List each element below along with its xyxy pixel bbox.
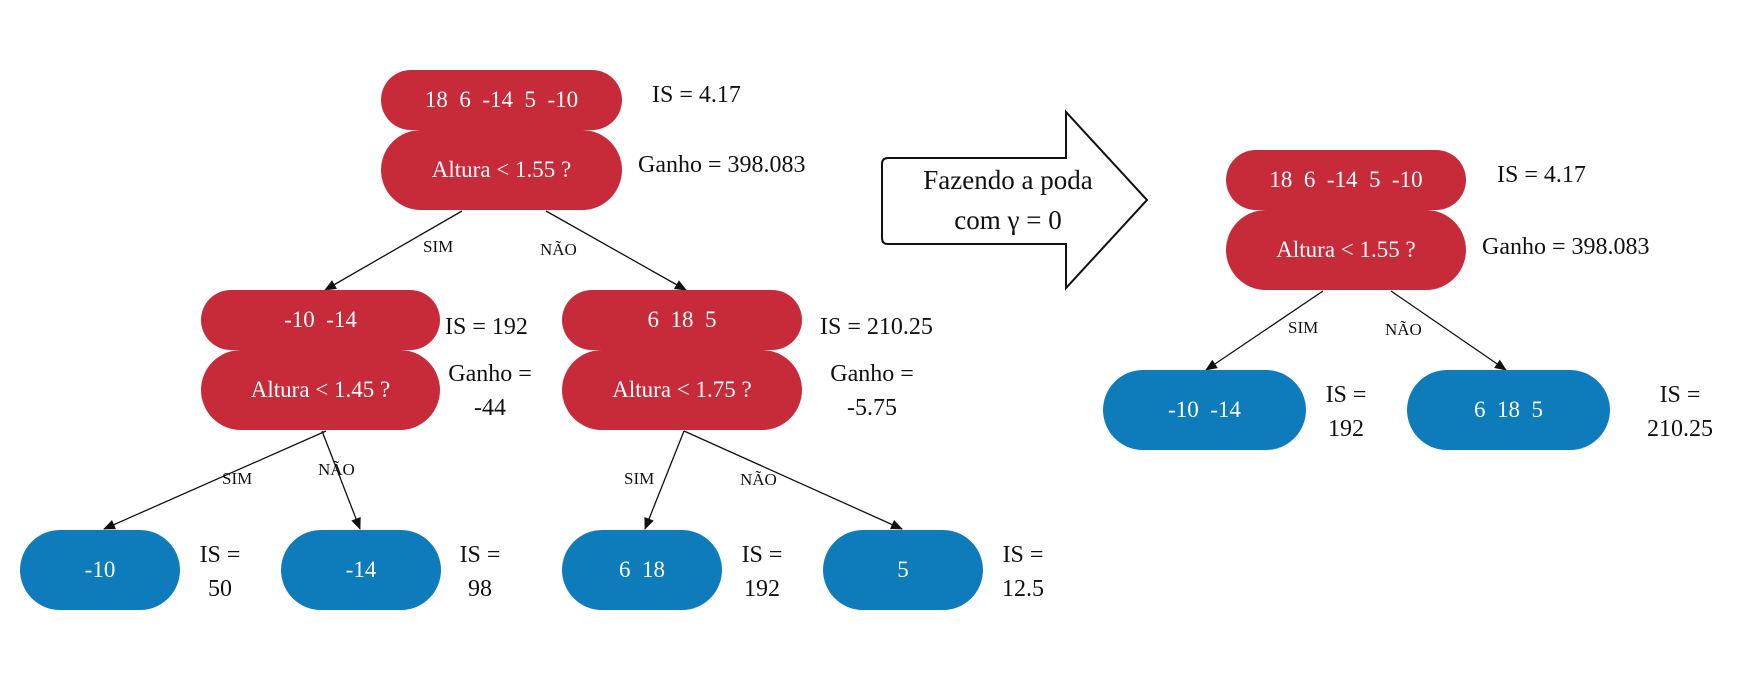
pruned-leaf-is-line2: 210.25 [1647,416,1713,442]
prune-arrow-line1: Fazendo a poda [923,165,1093,195]
pruned-root-gain-label: Ganho = 398.083 [1482,234,1650,260]
root-gain-label: Ganho = 398.083 [638,152,806,178]
leaf-node: -14 [281,530,441,610]
pruned-no-edge-label: NÃO [1385,320,1422,339]
prune-arrow-shape [881,109,1149,291]
pruned-leaf-is-label: IS = 192 [1306,378,1386,446]
edge-ml-no [321,430,361,530]
prune-arrow-line2: com γ = 0 [954,205,1062,235]
leaf-is-line2: 98 [468,576,492,602]
mid-left-question-node: Altura < 1.45 ? [201,350,440,430]
root-no-edge-label: NÃO [540,240,577,259]
pruned-root-values-node: 18 6 -14 5 -10 [1226,150,1466,210]
leaf-node: 6 18 [562,530,722,610]
root-values-node: 18 6 -14 5 -10 [381,70,622,130]
leaf-is-line1: IS = [199,542,241,568]
mid-right-values-node: 6 18 5 [562,290,802,350]
mid-right-gain-line1: Ganho = [830,361,914,387]
leaf-node: -10 [20,530,180,610]
leaf-is-label: IS = 192 [722,538,802,606]
mid-right-gain-label: Ganho = -5.75 [822,357,922,425]
leaf-is-line2: 192 [744,576,780,602]
edge-root-yes [324,210,463,291]
mr-yes-edge-label: SIM [624,469,655,488]
edge-ml-yes [103,430,327,530]
prune-arrow-label: Fazendo a poda com γ = 0 [888,160,1128,240]
pruned-yes-edge-label: SIM [1288,318,1319,337]
root-is-label: IS = 4.17 [652,82,741,108]
pruned-leaf-node: 6 18 5 [1407,370,1610,450]
leaf-is-line2: 50 [208,576,232,602]
leaf-is-label: IS = 98 [440,538,520,606]
leaf-is-label: IS = 12.5 [983,538,1063,606]
pruned-leaf-is-line1: IS = [1325,382,1367,408]
leaf-is-label: IS = 50 [180,538,260,606]
pruned-leaf-is-line2: 192 [1328,416,1364,442]
ml-no-edge-label: NÃO [318,460,355,479]
pruned-leaf-is-line1: IS = [1659,382,1701,408]
mid-left-gain-label: Ganho = -44 [440,357,540,425]
mid-right-gain-line2: -5.75 [847,395,897,421]
mid-right-question-node: Altura < 1.75 ? [562,350,802,430]
mr-no-edge-label: NÃO [740,470,777,489]
pruned-root-question-node: Altura < 1.55 ? [1226,210,1466,290]
edge-root-no [545,210,687,291]
root-yes-edge-label: SIM [423,237,454,256]
pruned-root-is-label: IS = 4.17 [1497,162,1586,188]
pruned-leaf-node: -10 -14 [1103,370,1306,450]
mid-left-gain-line2: -44 [474,395,506,421]
edge-mr-no [683,430,903,530]
leaf-is-line1: IS = [741,542,783,568]
leaf-is-line1: IS = [1002,542,1044,568]
mid-right-is-label: IS = 210.25 [820,314,933,340]
root-question-node: Altura < 1.55 ? [381,130,622,210]
leaf-is-line2: 12.5 [1002,576,1044,602]
mid-left-is-label: IS = 192 [445,314,528,340]
ml-yes-edge-label: SIM [222,469,253,488]
leaf-node: 5 [823,530,983,610]
edge-right-no [1390,290,1507,371]
edge-mr-yes [644,430,685,530]
leaf-is-line1: IS = [459,542,501,568]
mid-left-values-node: -10 -14 [201,290,440,350]
edge-right-yes [1205,290,1324,371]
pruned-leaf-is-label: IS = 210.25 [1630,378,1730,446]
mid-left-gain-line1: Ganho = [448,361,532,387]
